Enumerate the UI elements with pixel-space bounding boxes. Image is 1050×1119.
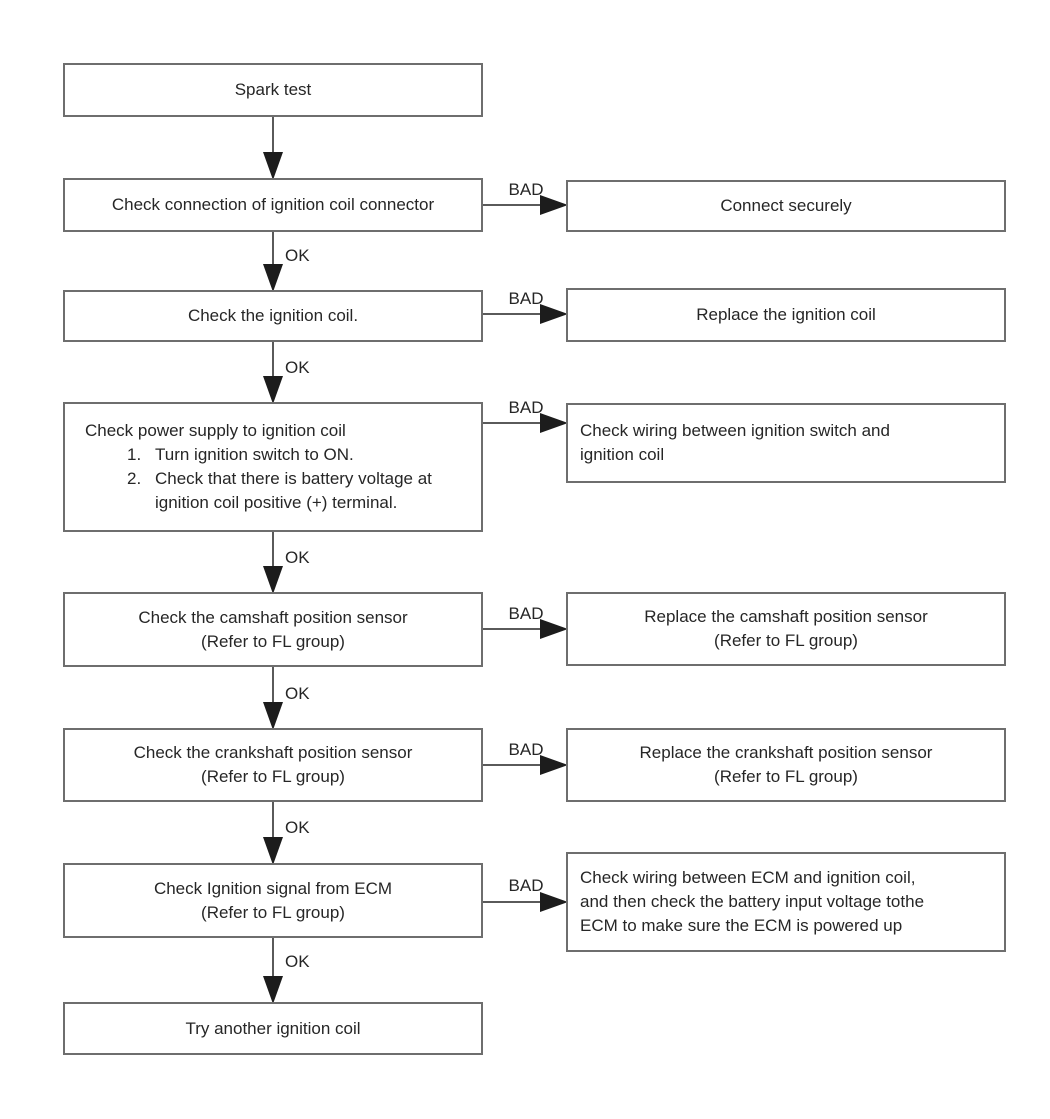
list-item-number: 2. [127,469,142,488]
remedy-label: Check wiring between ignition switch and [580,421,890,440]
step-list-item: 2. Check that there is battery voltage a… [127,467,471,515]
step-sublabel: (Refer to FL group) [201,902,345,922]
remedy-box-check-wiring-ecm: Check wiring between ECM and ignition co… [566,852,1006,952]
step-list-item: 1. Turn ignition switch to ON. [127,443,471,467]
step-box-check-ignition-coil: Check the ignition coil. [63,290,483,342]
step-label: Check Ignition signal from ECM [153,878,393,898]
bad-label: BAD [508,876,544,895]
bad-label: BAD [508,604,544,623]
step-box-check-ecm-signal: Check Ignition signal from ECM (Refer to… [63,863,483,938]
remedy-box-check-wiring-switch: Check wiring between ignition switch and… [566,403,1006,483]
step-box-check-connection: Check connection of ignition coil connec… [63,178,483,232]
step-label: Check the ignition coil. [187,306,359,325]
step-box-spark-test: Spark test [63,63,483,117]
remedy-sublabel: (Refer to FL group) [714,631,858,650]
remedy-sublabel: (Refer to FL group) [714,767,858,786]
remedy-label: Replace the camshaft position sensor [644,607,928,626]
step-label: Check the camshaft position sensor [138,607,408,627]
remedy-label: Check wiring between ECM and ignition co… [580,868,916,887]
step-sublabel: (Refer to FL group) [201,767,345,786]
list-item-text: Turn ignition switch to ON. [155,445,354,464]
bad-label: BAD [508,289,544,308]
remedy-label: Connect securely [720,196,852,215]
ok-label: OK [285,548,310,567]
remedy-label: ECM to make sure the ECM is powered up [580,916,903,935]
remedy-box-replace-ignition-coil: Replace the ignition coil [566,288,1006,342]
bad-label: BAD [508,398,544,417]
list-item-text: Check that there is battery voltage at i… [155,469,432,512]
step-box-check-camshaft-sensor: Check the camshaft position sensor (Refe… [63,592,483,667]
remedy-box-replace-camshaft-sensor: Replace the camshaft position sensor (Re… [566,592,1006,666]
bad-label: BAD [508,740,544,759]
step-box-try-another-coil: Try another ignition coil [63,1002,483,1055]
remedy-label: Replace the ignition coil [696,305,876,324]
step-label: Spark test [234,80,312,99]
remedy-label: ignition coil [580,445,665,464]
step-label: Try another ignition coil [185,1018,361,1038]
remedy-label: and then check the battery input voltage… [580,892,925,911]
step-box-check-power-supply: Check power supply to ignition coil 1. T… [63,402,483,532]
step-label: Check connection of ignition coil connec… [111,195,435,214]
ok-label: OK [285,684,310,703]
remedy-box-connect-securely: Connect securely [566,180,1006,232]
ok-label: OK [285,358,310,377]
step-sublabel: (Refer to FL group) [201,631,345,651]
step-box-check-crankshaft-sensor: Check the crankshaft position sensor (Re… [63,728,483,802]
ok-label: OK [285,246,310,265]
bad-label: BAD [508,180,544,199]
ok-label: OK [285,952,310,971]
step-label: Check the crankshaft position sensor [133,743,413,762]
list-item-number: 1. [127,445,142,464]
remedy-box-replace-crankshaft-sensor: Replace the crankshaft position sensor (… [566,728,1006,802]
remedy-label: Replace the crankshaft position sensor [639,743,933,762]
step-title: Check power supply to ignition coil [85,421,346,440]
ok-label: OK [285,818,310,837]
